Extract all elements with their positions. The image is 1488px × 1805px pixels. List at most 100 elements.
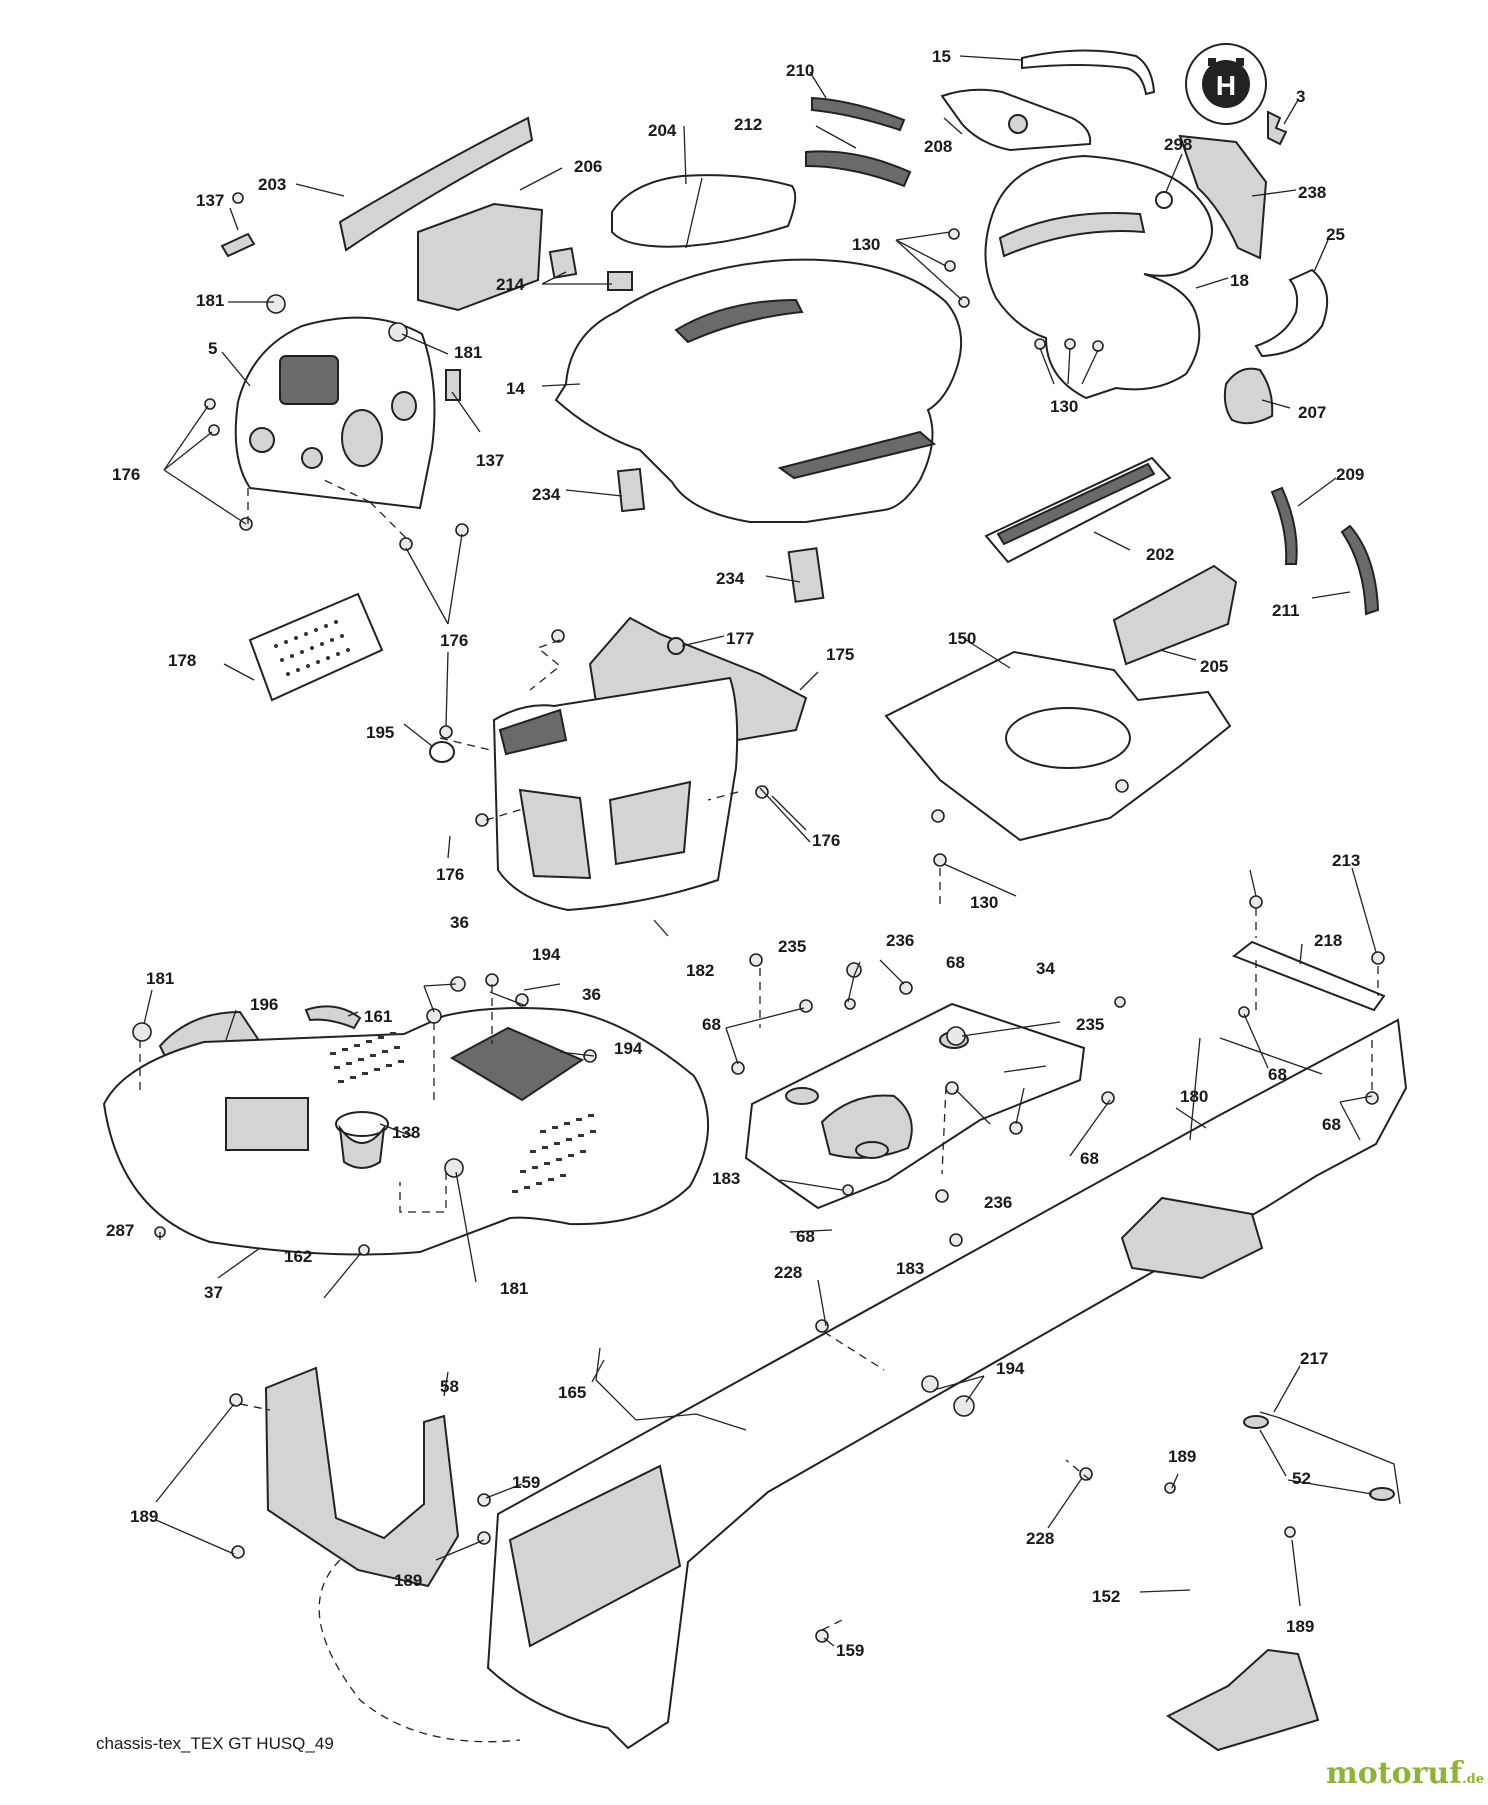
callout-189d: 189 [1286,1617,1314,1636]
callout-178: 178 [168,651,196,670]
husqvarna-logo-badge: H [1185,43,1288,146]
callout-137b: 137 [476,451,504,470]
watermark-logo: motoruf.de [1326,1756,1484,1791]
callout-189a: 189 [130,1507,158,1526]
callout-235b: 235 [1076,1015,1104,1034]
part-18-side-panel [984,154,1213,400]
callout-236a: 236 [886,931,914,950]
callout-152: 152 [1092,1587,1120,1606]
callout-212: 212 [734,115,762,134]
part-52-bushing-a [1243,1415,1269,1429]
callout-194c: 194 [996,1359,1025,1378]
part-165-rod [595,1347,747,1431]
callout-238: 238 [1298,183,1326,202]
callout-5: 5 [208,339,217,358]
assembly-lines [139,477,1379,1743]
callout-209: 209 [1336,465,1364,484]
callout-15: 15 [932,47,951,66]
callout-3: 3 [1296,87,1305,106]
callout-68a: 68 [702,1015,721,1034]
leader-lines [143,55,1377,1647]
part-138-boot [335,1111,389,1169]
part-137-tab-right [445,369,461,401]
part-15-trim [1021,49,1156,96]
part-207-cup [1223,367,1274,425]
part-298-washer [1155,191,1173,209]
callout-214: 214 [496,275,525,294]
callout-207: 207 [1298,403,1326,422]
callout-68d: 68 [1322,1115,1341,1134]
callout-175: 175 [826,645,854,664]
part-204-hood-top [611,174,797,248]
callout-234a: 234 [532,485,561,504]
watermark-main: motoruf [1326,1756,1463,1791]
callout-298: 298 [1164,135,1192,154]
callout-150: 150 [948,629,976,648]
logo-letter: H [1216,70,1236,101]
callout-37: 37 [204,1283,223,1302]
callout-34: 34 [1036,959,1055,978]
part-177-clip [667,637,685,655]
part-203-rail [338,116,534,252]
callout-211: 211 [1272,601,1299,620]
part-161-tab [304,1005,362,1030]
callout-236b: 236 [984,1193,1012,1212]
callout-159a: 159 [512,1473,540,1492]
callout-14: 14 [506,379,525,398]
callout-181c: 181 [146,969,174,988]
callout-210: 210 [786,61,814,80]
callout-206: 206 [574,157,602,176]
callout-159b: 159 [836,1641,864,1660]
callout-180: 180 [1180,1087,1208,1106]
diagram-reference: chassis-tex_TEX GT HUSQ_49 [96,1734,334,1753]
callout-68c: 68 [1268,1065,1287,1084]
callout-25: 25 [1326,225,1345,244]
callout-234b: 234 [716,569,745,588]
callout-176c: 176 [436,865,464,884]
callout-68f: 68 [796,1227,815,1246]
part-14-hood [554,258,963,523]
callout-181b: 181 [454,343,482,362]
part-206-bracket [417,202,544,312]
callout-196: 196 [250,995,278,1014]
callout-202: 202 [1146,545,1174,564]
callout-18: 18 [1230,271,1249,290]
fender-vent-holes [330,1032,596,1193]
callout-195: 195 [366,723,394,742]
callout-181a: 181 [196,291,224,310]
callout-68e: 68 [1080,1149,1099,1168]
part-211-grille [1340,524,1380,616]
callout-130c: 130 [970,893,998,912]
part-58-bracket [264,1366,460,1588]
callout-36b: 36 [582,985,601,1004]
fasteners [132,192,1385,1643]
callout-205: 205 [1200,657,1228,676]
part-152-shield [1166,1648,1320,1752]
part-217-rod [1259,1411,1401,1505]
callout-182: 182 [686,961,714,980]
callout-162: 162 [284,1247,312,1266]
part-210-grille [811,96,906,132]
callout-176d: 176 [812,831,840,850]
part-34-seat-plate [744,1002,1086,1210]
part-205-cover [1112,564,1238,666]
part-214-clip-b [607,271,633,291]
callout-194b: 194 [614,1039,643,1058]
part-218-bracket [1231,940,1386,1012]
callout-204: 204 [648,121,677,140]
callout-137a: 137 [196,191,224,210]
part-209-grille [1270,486,1298,565]
callout-217: 217 [1300,1349,1328,1368]
part-25-bracket [1254,268,1329,358]
part-234-decal-a [616,467,646,513]
callout-181d: 181 [500,1279,528,1298]
callout-235a: 235 [778,937,806,956]
callout-176b: 176 [440,631,468,650]
part-238-trim [1178,134,1268,260]
part-137-tab-left [220,232,256,258]
callout-36a: 36 [450,913,469,932]
callout-52: 52 [1292,1469,1311,1488]
callout-228b: 228 [1026,1529,1054,1548]
